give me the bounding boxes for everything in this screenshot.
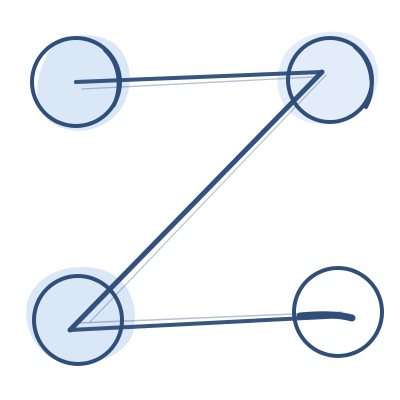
path-segment-top-echo (81, 76, 315, 90)
pattern-path (67, 69, 356, 333)
point-bottom-right-circle[interactable] (292, 266, 384, 358)
path-segment-diagonal-echo-1 (83, 79, 313, 315)
path-segment-top (74, 70, 324, 84)
point-bottom-left-circle[interactable] (32, 274, 124, 366)
path-segment-diagonal (67, 69, 325, 333)
point-top-right-inner-stroke (353, 45, 374, 109)
wash-top-right (277, 31, 379, 124)
bottom-right-end-mark (296, 311, 356, 322)
path-segment-diagonal-echo-2 (89, 74, 327, 323)
point-top-left-inner-stroke (103, 48, 121, 107)
